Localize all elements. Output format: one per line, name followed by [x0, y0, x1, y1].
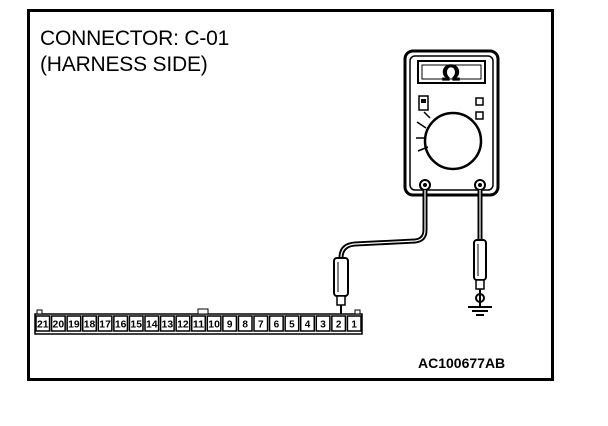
connector-pin-cell: [299, 315, 316, 332]
connector-pin-cell: [81, 315, 98, 332]
connector-pin-label: 1: [351, 320, 357, 331]
connector-pin-label: 21: [37, 320, 49, 331]
connector-pin-cell: [128, 315, 144, 332]
connector-pin-cell: [190, 315, 207, 332]
connector-pin-label: 16: [115, 320, 127, 331]
connector-pin-cell: [346, 315, 362, 332]
connector-pin-label: 5: [289, 320, 295, 331]
title-line-1: CONNECTOR: C-01: [40, 27, 230, 50]
connector-pin-cell: [284, 315, 300, 332]
test-lead-to-ground: [473, 190, 487, 306]
connector-pin-label: 11: [193, 320, 205, 331]
connector-pin-label: 9: [227, 320, 233, 331]
connector-pin-label: 17: [99, 320, 111, 331]
connector-pin-cell: [113, 315, 129, 332]
connector-pin-cell: [175, 315, 191, 332]
connector-pin-label: 7: [258, 320, 264, 331]
connector-pin-label: 14: [146, 320, 158, 331]
connector-pin-cell: [331, 315, 347, 332]
connector-pin-label: 13: [162, 320, 174, 331]
connector-pin-label: 20: [53, 320, 65, 331]
connector-pin-cell: [35, 315, 51, 332]
connector-title: CONNECTOR: C-01 (HARNESS SIDE): [40, 26, 229, 78]
connector-pin-label: 2: [336, 320, 342, 331]
connector-pin-label: 4: [305, 320, 311, 331]
figure-code: AC100677AB: [418, 355, 506, 371]
test-lead-to-connector: [333, 190, 428, 318]
connector-pin-label: 3: [320, 320, 326, 331]
connector-pin-label: 18: [84, 320, 96, 331]
connector-pin-cell: [97, 315, 113, 332]
connector-pin-cell: [237, 315, 253, 332]
ground-symbol-icon: [468, 306, 492, 316]
connector-pin-label: 6: [274, 320, 280, 331]
title-line-2: (HARNESS SIDE): [40, 53, 208, 76]
connector-pin-label: 8: [242, 320, 248, 331]
connector-pin-label: 10: [208, 320, 220, 331]
connector-pin-cell: [66, 315, 82, 332]
connector-pin-cell: [206, 315, 222, 332]
connector-pin-cell: [268, 315, 284, 332]
connector-pin-label: 15: [130, 320, 142, 331]
connector-pin-label: 12: [177, 320, 189, 331]
connector-pin-cell: [315, 315, 331, 332]
connector-pin-cell: [253, 315, 269, 332]
ohmmeter-icon: Ω: [403, 49, 500, 197]
connector-pin-cell: [144, 315, 160, 332]
ohm-display-symbol: Ω: [442, 62, 461, 87]
connector-pin-cell: [222, 315, 238, 332]
connector-pin-cell: [159, 315, 175, 332]
connector-pin-cell: [50, 315, 66, 332]
connector-pin-label: 19: [68, 320, 80, 331]
